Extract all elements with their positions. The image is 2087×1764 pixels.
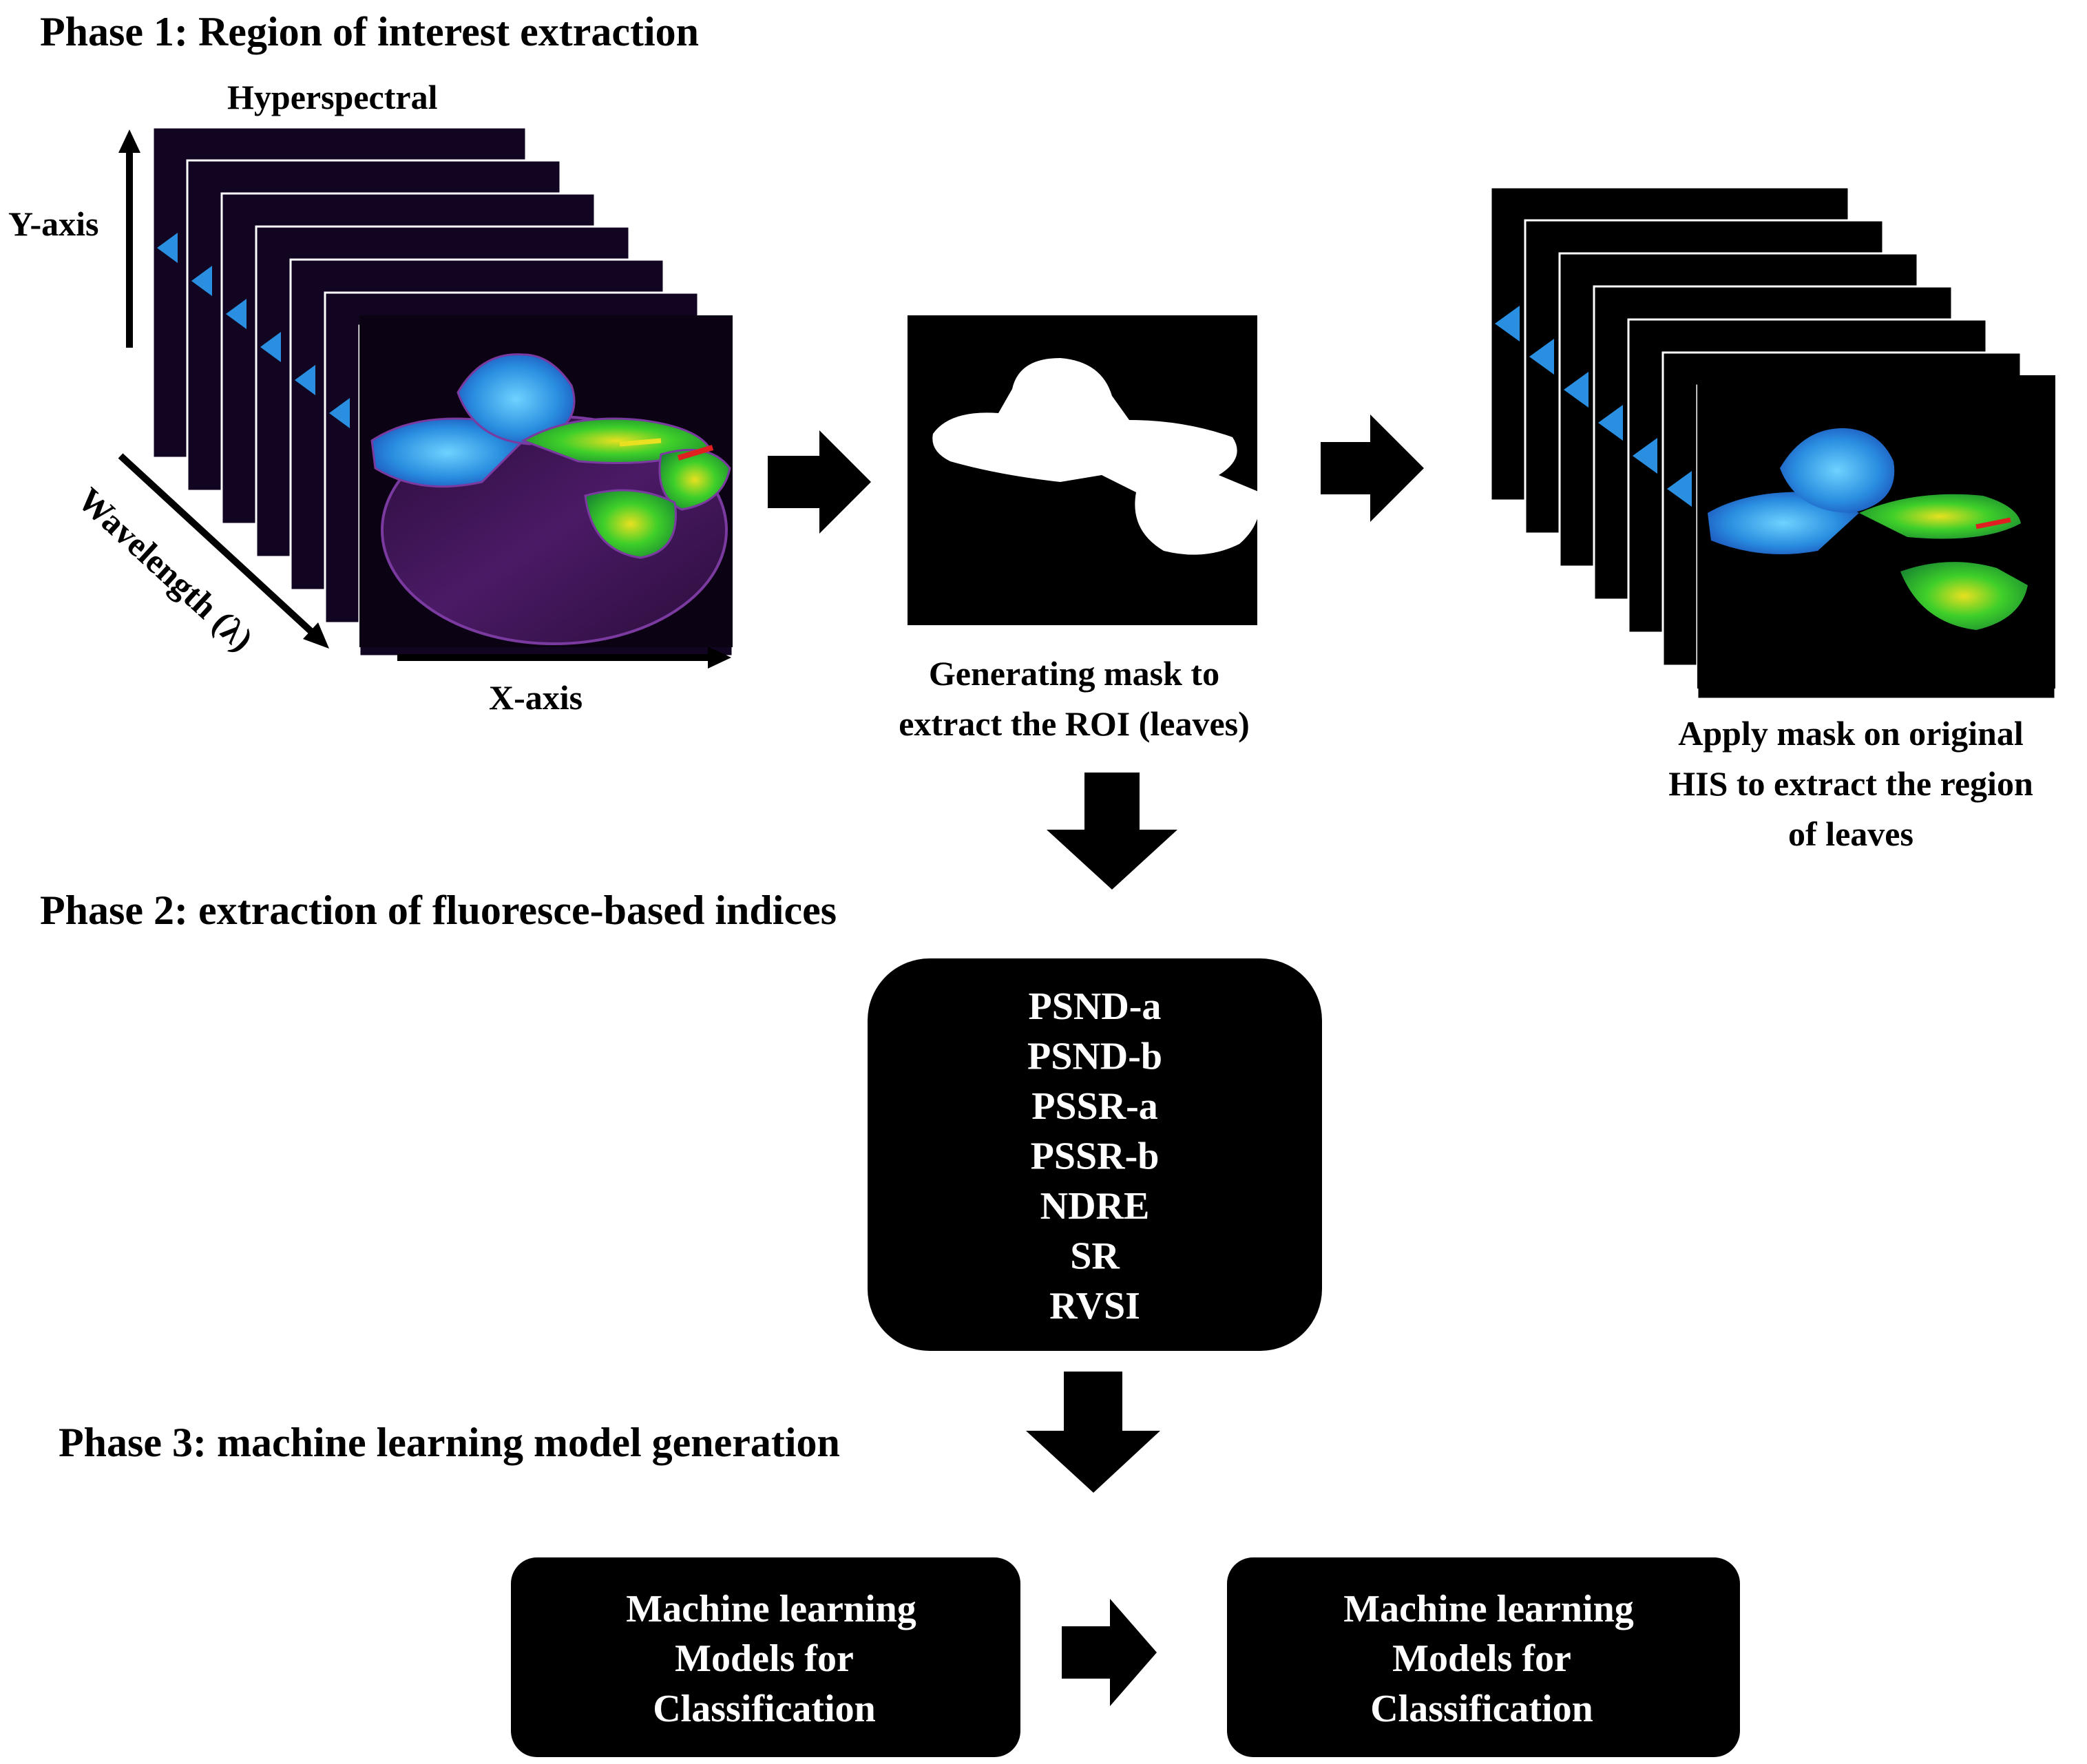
layer-leaf-edge bbox=[191, 266, 212, 296]
apply-caption-line3: of leaves bbox=[1788, 815, 1913, 853]
layer-leaf-edge bbox=[260, 332, 281, 362]
flow-arrow-between-models bbox=[1062, 1599, 1157, 1706]
index-label: NDRE bbox=[1040, 1185, 1150, 1228]
phase1-title: Phase 1: Region of interest extraction bbox=[40, 9, 699, 54]
index-label: PSSR-b bbox=[1031, 1135, 1160, 1178]
masked-layer-leaf-edge bbox=[1633, 438, 1657, 474]
wavelength-axis-arrow bbox=[118, 453, 329, 649]
hyperspectral-front-image bbox=[359, 315, 733, 647]
y-axis-arrow bbox=[118, 129, 140, 348]
phase2-title: Phase 2: extraction of fluoresce-based i… bbox=[40, 888, 837, 933]
flow-arrow-to-phase2 bbox=[1047, 773, 1177, 890]
apply-caption-line2: HIS to extract the region bbox=[1668, 764, 2033, 803]
ml-box-right-line1: Machine learning bbox=[1343, 1588, 1634, 1630]
ml-box-right: Machine learning Models for Classificati… bbox=[1227, 1557, 1740, 1757]
ml-box-left-line2: Models for bbox=[675, 1637, 854, 1680]
ml-box-right-line2: Models for bbox=[1392, 1637, 1571, 1680]
index-label: SR bbox=[1070, 1235, 1120, 1278]
masked-layer-leaf-edge bbox=[1598, 405, 1623, 441]
index-label: PSSR-a bbox=[1031, 1085, 1158, 1128]
flow-arrow-to-phase3 bbox=[1026, 1372, 1160, 1493]
index-label: PSND-a bbox=[1029, 985, 1162, 1028]
x-axis-label: X-axis bbox=[489, 678, 583, 717]
masked-stack bbox=[1489, 186, 2057, 700]
mask-image bbox=[908, 315, 1261, 625]
index-label: RVSI bbox=[1049, 1285, 1140, 1327]
layer-leaf-edge bbox=[157, 233, 178, 263]
flow-arrow-to-apply bbox=[1321, 414, 1424, 522]
flow-arrow-to-mask bbox=[768, 430, 871, 534]
phase3-title: Phase 3: machine learning model generati… bbox=[59, 1420, 840, 1465]
ml-box-right-line3: Classification bbox=[1370, 1688, 1593, 1730]
ml-box-left-line1: Machine learning bbox=[626, 1588, 916, 1630]
apply-caption-line1: Apply mask on original bbox=[1678, 714, 2024, 753]
x-axis-arrow bbox=[397, 647, 731, 669]
layer-leaf-edge bbox=[226, 299, 247, 329]
ml-box-left-line3: Classification bbox=[653, 1688, 876, 1730]
layer-leaf-edge bbox=[329, 398, 350, 428]
mask-caption-line2: extract the ROI (leaves) bbox=[899, 704, 1250, 743]
y-axis-label: Y-axis bbox=[8, 204, 99, 243]
masked-layer-leaf-edge bbox=[1564, 372, 1588, 408]
ml-box-left: Machine learning Models for Classificati… bbox=[511, 1557, 1020, 1757]
mask-caption-line1: Generating mask to bbox=[929, 654, 1219, 693]
masked-front-image bbox=[1697, 375, 2055, 689]
masked-layer-leaf-edge bbox=[1667, 471, 1692, 507]
index-label: PSND-b bbox=[1027, 1036, 1162, 1078]
cube-label: Hyperspectral bbox=[227, 78, 438, 116]
masked-layer-leaf-edge bbox=[1495, 306, 1520, 342]
layer-leaf-edge bbox=[295, 365, 315, 395]
masked-layer-leaf-edge bbox=[1529, 339, 1554, 375]
hyperspectral-stack bbox=[151, 126, 734, 658]
